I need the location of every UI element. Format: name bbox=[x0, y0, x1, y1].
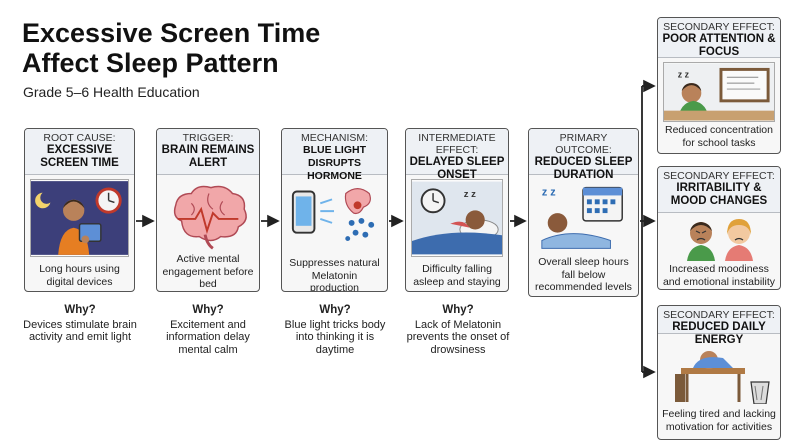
card-header: PRIMARY OUTCOME: REDUCED SLEEP DURATION bbox=[529, 129, 638, 181]
card-caption: Reduced concentration for school tasks bbox=[665, 124, 773, 149]
why-title: Why? bbox=[64, 304, 96, 316]
why-text: Excitement and information delay mental … bbox=[166, 318, 250, 356]
card-label: SECONDARY EFFECT: bbox=[663, 170, 775, 182]
card-header: MECHANISM: BLUE LIGHT DISRUPTS HORMONE bbox=[282, 129, 387, 182]
sleeping-child-icon: z z bbox=[534, 181, 633, 253]
card-header: SECONDARY EFFECT: REDUCED DAILY ENERGY bbox=[658, 306, 780, 346]
why-note-4: Why? Lack of Melatonin prevents the onse… bbox=[406, 304, 510, 356]
title-line-2: Affect Sleep Pattern bbox=[22, 48, 279, 78]
card-label: MECHANISM: bbox=[300, 132, 369, 144]
why-text: Lack of Melatonin prevents the onset of … bbox=[406, 318, 510, 356]
card-heading: BLUE LIGHT DISRUPTS HORMONE bbox=[303, 144, 366, 182]
why-note-3: Why? Blue light tricks body into thinkin… bbox=[284, 304, 386, 356]
card-primary-outcome: PRIMARY OUTCOME: REDUCED SLEEP DURATION … bbox=[528, 128, 639, 297]
why-title: Why? bbox=[442, 304, 474, 316]
card-heading: POOR ATTENTION & FOCUS bbox=[662, 33, 776, 58]
card-header: TRIGGER: BRAIN REMAINS ALERT bbox=[157, 129, 259, 175]
card-intermediate-effect: INTERMEDIATE EFFECT: DELAYED SLEEP ONSET… bbox=[405, 128, 509, 292]
card-caption: Difficulty falling asleep and staying bbox=[413, 263, 501, 288]
card-label: ROOT CAUSE: bbox=[43, 132, 116, 144]
card-heading: IRRITABILITY & MOOD CHANGES bbox=[670, 182, 768, 207]
card-label: PRIMARY OUTCOME: bbox=[555, 132, 612, 156]
card-label: INTERMEDIATE EFFECT: bbox=[418, 132, 496, 156]
card-secondary-effect-mood: SECONDARY EFFECT: IRRITABILITY & MOOD CH… bbox=[657, 166, 781, 290]
svg-text:z z: z z bbox=[542, 186, 556, 198]
card-heading: REDUCED SLEEP DURATION bbox=[534, 156, 633, 181]
card-trigger: TRIGGER: BRAIN REMAINS ALERT Active ment… bbox=[156, 128, 260, 292]
card-secondary-effect-energy: SECONDARY EFFECT: REDUCED DAILY ENERGY F… bbox=[657, 305, 781, 440]
card-label: TRIGGER: bbox=[182, 132, 234, 144]
phone-hormone-icon bbox=[287, 179, 382, 255]
upset-children-icon bbox=[663, 215, 775, 261]
restless-child-icon: z z bbox=[411, 179, 503, 257]
card-caption: Increased moodiness and emotional instab… bbox=[662, 263, 776, 288]
card-header: INTERMEDIATE EFFECT: DELAYED SLEEP ONSET bbox=[406, 129, 508, 181]
card-caption: Feeling tired and lacking motivation for… bbox=[662, 408, 776, 433]
why-text: Blue light tricks body into thinking it … bbox=[284, 318, 386, 356]
title-line-1: Excessive Screen Time bbox=[22, 18, 321, 48]
card-heading: BRAIN REMAINS ALERT bbox=[161, 144, 255, 169]
card-caption: Suppresses natural Melatonin production bbox=[289, 257, 380, 292]
card-caption: Active mental engagement before bed bbox=[162, 253, 254, 290]
why-text: Devices stimulate brain activity and emi… bbox=[23, 318, 137, 344]
why-title: Why? bbox=[319, 304, 351, 316]
why-title: Why? bbox=[192, 304, 224, 316]
card-label: SECONDARY EFFECT: bbox=[663, 21, 775, 33]
card-header: SECONDARY EFFECT: POOR ATTENTION & FOCUS bbox=[658, 18, 780, 58]
card-header: SECONDARY EFFECT: IRRITABILITY & MOOD CH… bbox=[658, 167, 780, 213]
svg-text:z z: z z bbox=[464, 189, 476, 200]
card-mechanism: MECHANISM: BLUE LIGHT DISRUPTS HORMONE S… bbox=[281, 128, 388, 292]
child-tablet-icon bbox=[30, 179, 129, 257]
card-secondary-effect-attention: SECONDARY EFFECT: POOR ATTENTION & FOCUS… bbox=[657, 17, 781, 154]
svg-text:z z: z z bbox=[678, 69, 690, 79]
card-heading: DELAYED SLEEP ONSET bbox=[409, 156, 505, 181]
why-note-2: Why? Excitement and information delay me… bbox=[154, 304, 262, 356]
subtitle: Grade 5–6 Health Education bbox=[23, 84, 200, 100]
page-title: Excessive Screen Time Affect Sleep Patte… bbox=[22, 18, 320, 78]
brain-icon bbox=[162, 179, 254, 255]
card-heading: EXCESSIVE SCREEN TIME bbox=[40, 144, 119, 169]
why-note-1: Why? Devices stimulate brain activity an… bbox=[22, 304, 138, 344]
card-caption: Overall sleep hours fall below recommend… bbox=[535, 256, 632, 293]
card-label: SECONDARY EFFECT: bbox=[663, 309, 775, 321]
card-caption: Long hours using digital devices bbox=[39, 263, 120, 288]
tired-student-icon: z z bbox=[663, 62, 775, 122]
exhausted-student-icon bbox=[663, 338, 775, 405]
card-header: ROOT CAUSE: EXCESSIVE SCREEN TIME bbox=[25, 129, 134, 175]
card-root-cause: ROOT CAUSE: EXCESSIVE SCREEN TIME Long h… bbox=[24, 128, 135, 292]
card-heading: REDUCED DAILY ENERGY bbox=[672, 321, 766, 346]
